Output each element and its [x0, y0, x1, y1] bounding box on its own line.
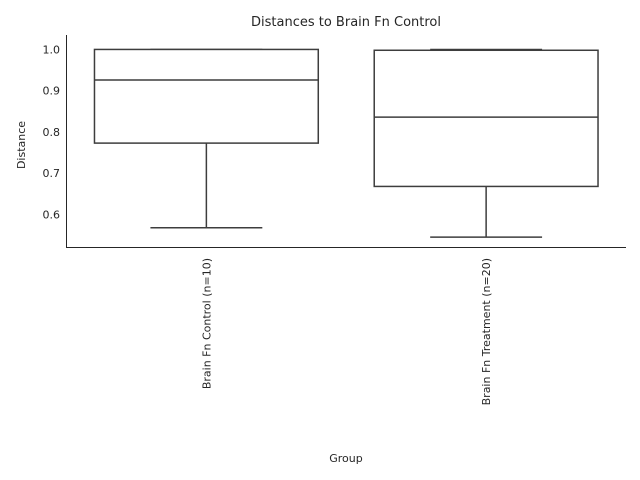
y-ticks: 0.6 0.7 0.8 0.9 1.0 [43, 43, 61, 221]
chart-title: Distances to Brain Fn Control [251, 15, 441, 30]
y-tick-label: 1.0 [43, 43, 61, 56]
x-ticks: Brain Fn Control (n=10) Brain Fn Treatmen… [200, 258, 493, 405]
y-tick-label: 0.6 [43, 208, 61, 221]
x-tick-label: Brain Fn Treatment (n=20) [480, 258, 493, 405]
x-axis-label: Group [329, 452, 363, 465]
y-tick-label: 0.7 [43, 167, 61, 180]
y-tick-label: 0.8 [43, 126, 61, 139]
y-tick-label: 0.9 [43, 85, 61, 98]
boxes [93, 48, 599, 238]
box [373, 49, 599, 188]
box-group [373, 48, 599, 238]
box-group [93, 48, 320, 229]
box [93, 48, 320, 144]
y-axis-label: Distance [15, 121, 28, 169]
x-tick-label: Brain Fn Control (n=10) [200, 258, 213, 389]
